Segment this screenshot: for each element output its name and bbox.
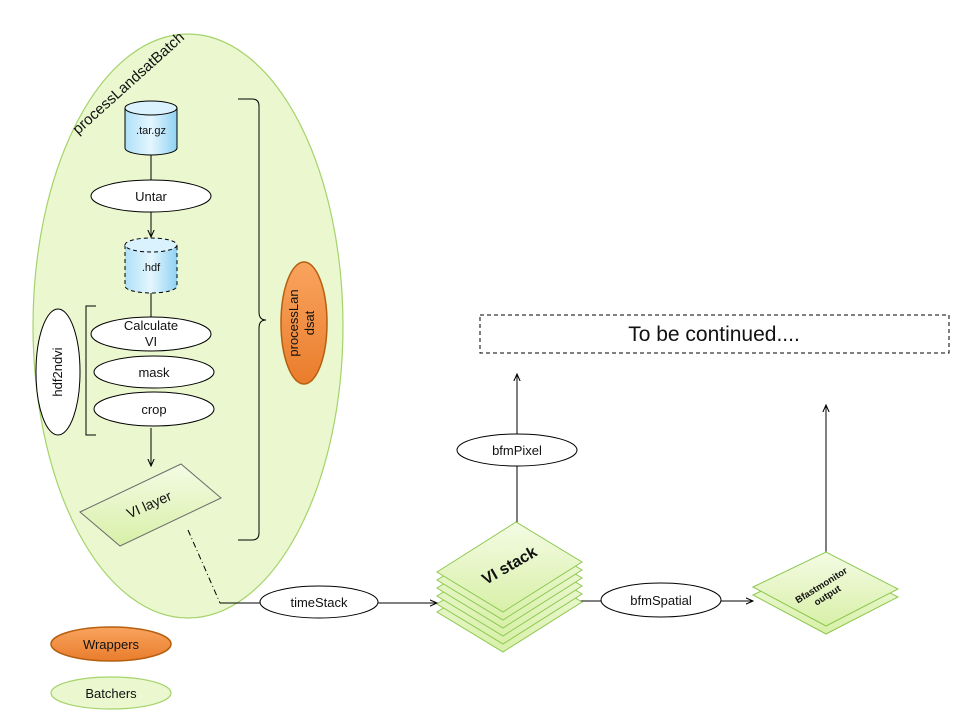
hdf-label: .hdf [142,262,161,274]
targz-label: .tar.gz [136,125,166,137]
hdf2ndvi-node: hdf2ndvi [35,308,81,436]
legend-wrappers-label: Wrappers [83,637,140,652]
targz-cylinder: .tar.gz [124,100,178,156]
vi-stack-node: VI stack [436,521,583,653]
to-be-continued-box: To be continued.... [479,314,950,354]
calculate-vi-label-2: VI [145,334,157,349]
to-be-continued-label: To be continued.... [628,323,800,346]
calculate-vi-node: Calculate VI [90,316,212,352]
untar-node: Untar [90,179,212,213]
hdf-cylinder: .hdf [124,237,178,294]
bfm-spatial-node: bfmSpatial [600,582,722,618]
time-stack-label: timeStack [290,595,348,610]
legend-wrappers: Wrappers [50,626,172,662]
crop-label: crop [141,402,166,417]
vi-layer-connector [187,529,221,604]
bfm-pixel-label: bfmPixel [492,443,542,458]
process-landsat-wrapper: processLan dsat [280,261,328,385]
mask-label: mask [138,365,170,380]
crop-node: crop [93,391,215,427]
bfast-output-node: Bfastmonitor output [751,551,900,635]
hdf2ndvi-label: hdf2ndvi [50,347,65,396]
process-landsat-label-1: processLan [286,289,301,356]
untar-label: Untar [135,189,167,204]
mask-node: mask [93,355,215,389]
process-landsat-bracket [238,98,267,541]
hdf2ndvi-bracket [85,305,96,436]
flow-connectors [220,374,826,603]
legend-batchers: Batchers [50,676,172,710]
process-landsat-label-2: dsat [302,310,317,335]
legend-batchers-label: Batchers [85,686,137,701]
bfm-spatial-label: bfmSpatial [630,593,692,608]
bfm-pixel-node: bfmPixel [456,433,578,467]
vi-layer-node: VI layer [79,463,222,547]
calculate-vi-label-1: Calculate [124,318,178,333]
time-stack-node: timeStack [259,585,379,619]
